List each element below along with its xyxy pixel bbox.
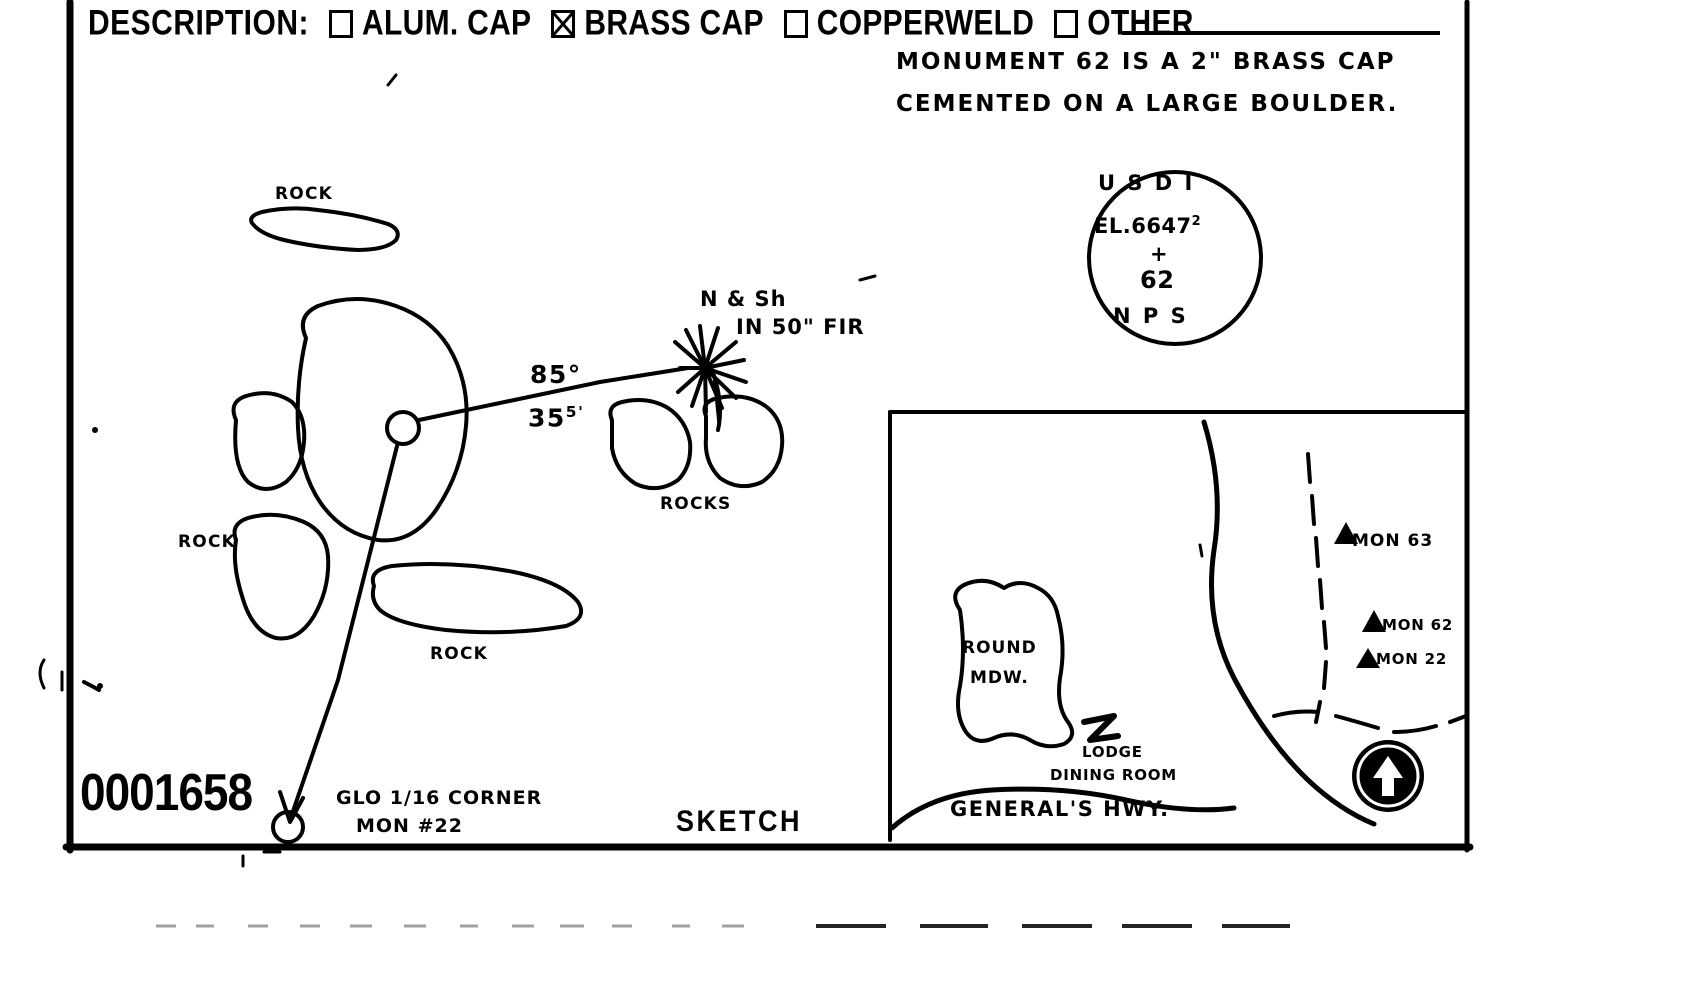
cap-agency-top: U S D I: [1098, 171, 1195, 195]
inset-label-mon-22: MON 22: [1376, 650, 1448, 668]
inset-generals-highway: [889, 786, 1237, 831]
page-bottom-artifacts: [156, 924, 1290, 928]
bearing-tree-line-2: IN 50" FIR: [736, 315, 865, 339]
rock-label-left: ROCK: [178, 532, 236, 552]
label-brass-cap: BRASS CAP: [584, 3, 764, 43]
inset-meadow-line-2: MDW.: [970, 668, 1029, 688]
option-copperweld[interactable]: COPPERWELD: [783, 3, 1035, 43]
main-sketch-drawing: [231, 206, 785, 844]
inset-meadow-line-1: ROUND: [962, 638, 1037, 658]
cap-agency-bottom: N P S: [1113, 304, 1189, 328]
distance-value: 35: [528, 403, 566, 433]
note-line-1: MONUMENT 62 IS A 2" BRASS CAP: [896, 49, 1396, 75]
rock-shape-left-lower: [232, 512, 331, 641]
inset-dashed-boundary: [1306, 452, 1328, 724]
tie-line-to-glo-corner: [288, 444, 399, 822]
inset-dashed-trail-east: [1272, 709, 1468, 734]
glo-corner-line-2: MON #22: [356, 815, 463, 837]
inset-label-mon-62: MON 62: [1382, 616, 1454, 634]
glo-corner-point: [271, 810, 305, 844]
inset-label-mon-63: MON 63: [1352, 531, 1434, 551]
inset-triangle-mon-63: [1334, 522, 1358, 544]
cap-stamp-circle: [1087, 170, 1263, 346]
inset-lodge-marker: [1081, 713, 1121, 743]
inset-north-arrow: [1352, 740, 1424, 812]
cap-elevation-value: EL.6647: [1094, 214, 1192, 238]
label-other: OTHER: [1087, 3, 1194, 43]
checkbox-other[interactable]: [1054, 10, 1079, 38]
tie-line-to-bearing-tree: [417, 366, 690, 422]
rock-shape-bottom: [370, 562, 583, 635]
inset-map-drawing: [888, 410, 1468, 842]
description-label: DESCRIPTION:: [88, 3, 310, 43]
distance-sup: 5': [565, 403, 585, 421]
inset-round-meadow: [953, 578, 1075, 749]
cap-cross-mark: +: [1150, 242, 1169, 266]
distance-label: 355': [528, 404, 584, 432]
cap-elevation: EL.66472: [1094, 215, 1201, 237]
bearing-angle-label: 85°: [530, 360, 582, 389]
label-alum-cap: ALUM. CAP: [362, 3, 532, 43]
option-alum-cap[interactable]: ALUM. CAP: [329, 3, 532, 43]
cap-monument-number: 62: [1140, 266, 1175, 294]
inset-lodge-line-1: LODGE: [1082, 743, 1143, 761]
other-write-in-rule: [1122, 31, 1440, 35]
rock-shape-left-lobe: [231, 391, 307, 491]
monument-62-point: [385, 410, 421, 446]
note-line-2: CEMENTED ON A LARGE BOULDER.: [896, 91, 1399, 117]
option-brass-cap[interactable]: BRASS CAP: [551, 3, 764, 43]
rock-shape-right-a: [608, 398, 693, 491]
rocks-label-right: ROCKS: [660, 494, 732, 514]
sketch-caption: SKETCH: [676, 804, 803, 838]
bearing-tree-line-1: N & Sh: [700, 287, 787, 311]
rock-shape-top: [249, 206, 400, 252]
rock-label-top: ROCK: [275, 184, 333, 204]
inset-triangle-mon-62: [1362, 610, 1386, 632]
inset-lodge-line-2: DINING ROOM: [1050, 766, 1178, 784]
document-control-number: 0001658: [80, 762, 253, 822]
checkbox-copperweld[interactable]: [783, 10, 808, 38]
rock-shape-center-large: [295, 297, 469, 543]
inset-triangle-mon-22: [1356, 648, 1380, 668]
checkbox-alum-cap[interactable]: [329, 10, 354, 38]
inset-main-road: [1201, 419, 1377, 827]
option-other[interactable]: OTHER: [1054, 3, 1194, 43]
bearing-tree-blaze: [673, 324, 748, 432]
checkbox-brass-cap[interactable]: [551, 10, 576, 38]
description-header-row: DESCRIPTION: ALUM. CAP BRASS CAP COPPERW…: [88, 2, 1468, 46]
rock-label-bottom: ROCK: [430, 644, 488, 664]
glo-corner-arrowhead: [278, 790, 305, 824]
label-copperweld: COPPERWELD: [816, 3, 1035, 43]
cap-elevation-sup: 2: [1191, 214, 1202, 229]
inset-highway-label: GENERAL'S HWY.: [950, 797, 1170, 821]
glo-corner-line-1: GLO 1/16 CORNER: [336, 787, 543, 809]
